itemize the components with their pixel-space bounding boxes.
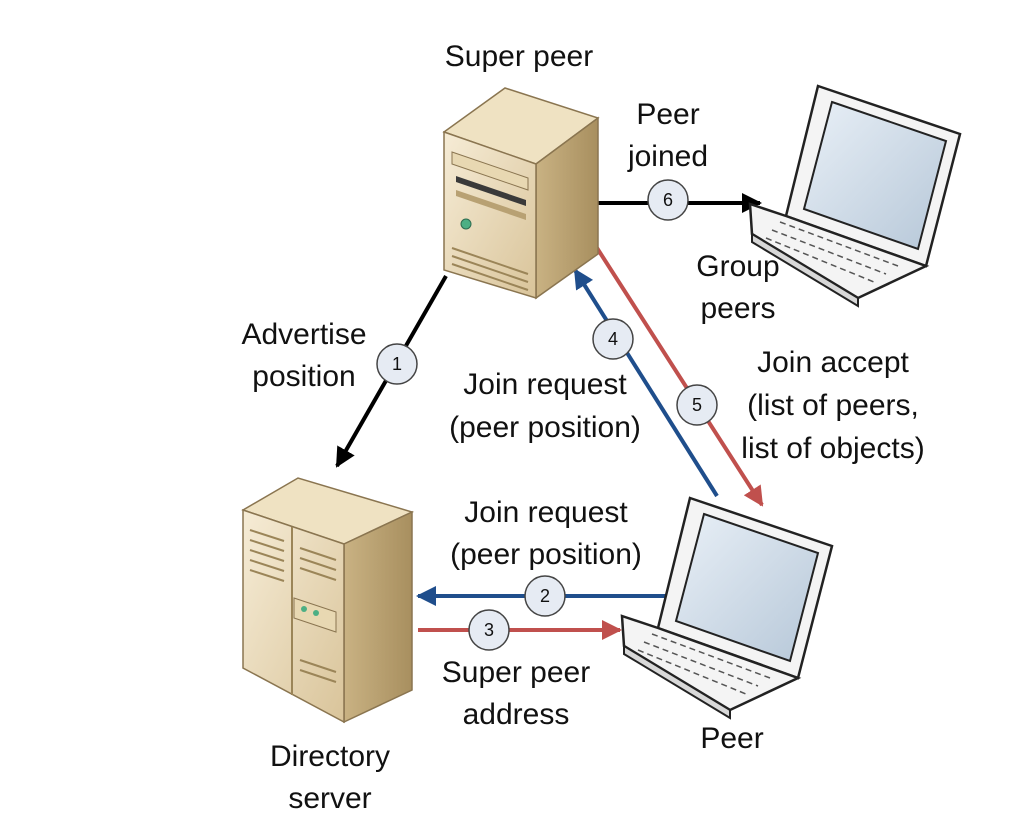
svg-text:1: 1 bbox=[392, 354, 402, 374]
edge-label-line: Join request bbox=[464, 496, 628, 529]
directory-server-node: Directory server bbox=[241, 477, 415, 815]
step-badge-1: 1 bbox=[376, 343, 418, 385]
group-peers-label-line-1: Group bbox=[696, 250, 779, 283]
svg-text:5: 5 bbox=[692, 395, 702, 415]
directory-server-label-line-2: server bbox=[288, 782, 371, 815]
laptop-icon bbox=[748, 84, 962, 308]
edge-label-line: (peer position) bbox=[450, 538, 642, 571]
laptop-icon bbox=[620, 496, 834, 720]
edge-label-line: (list of peers, bbox=[747, 389, 919, 422]
svg-text:2: 2 bbox=[540, 586, 550, 606]
super-peer-address-label: Super peer address bbox=[442, 656, 590, 731]
edge-join-accept bbox=[595, 246, 764, 507]
peer-node: Peer bbox=[620, 496, 834, 755]
edge-label-line: joined bbox=[627, 140, 708, 173]
rack-server-icon bbox=[241, 477, 415, 724]
svg-text:6: 6 bbox=[663, 190, 673, 210]
super-peer-label: Super peer bbox=[445, 40, 593, 73]
super-peer-node: Super peer bbox=[442, 40, 600, 300]
edge-label-line: position bbox=[252, 360, 355, 393]
step-badge-3: 3 bbox=[468, 609, 510, 651]
advertise-position-label: Advertise position bbox=[241, 318, 366, 393]
step-badge-5: 5 bbox=[676, 384, 718, 426]
edge-label-line: list of objects) bbox=[741, 432, 924, 465]
edge-label-line: Advertise bbox=[241, 318, 366, 351]
directory-server-label-line-1: Directory bbox=[270, 740, 390, 773]
svg-text:3: 3 bbox=[484, 620, 494, 640]
step-badge-6: 6 bbox=[647, 179, 689, 221]
peer-label: Peer bbox=[700, 722, 763, 755]
join-request-directory-label: Join request (peer position) bbox=[450, 496, 642, 571]
edge-join-request-to-super-peer bbox=[573, 268, 719, 498]
step-badge-4: 4 bbox=[592, 318, 634, 360]
edge-label-line: address bbox=[463, 698, 570, 731]
edge-label-line: Super peer bbox=[442, 656, 590, 689]
svg-text:4: 4 bbox=[608, 329, 618, 349]
edge-label-line: Join request bbox=[463, 368, 627, 401]
edge-label-line: (peer position) bbox=[449, 411, 641, 444]
join-request-super-peer-label: Join request (peer position) bbox=[449, 368, 641, 444]
peer-joined-label: Peer joined bbox=[627, 98, 708, 173]
group-peers-node: Group peers bbox=[696, 84, 962, 325]
group-peers-label-line-2: peers bbox=[700, 292, 775, 325]
join-accept-label: Join accept (list of peers, list of obje… bbox=[741, 346, 924, 465]
step-badge-2: 2 bbox=[524, 575, 566, 617]
edge-label-line: Join accept bbox=[757, 346, 909, 379]
edge-label-line: Peer bbox=[636, 98, 699, 131]
tower-server-icon bbox=[442, 87, 600, 300]
